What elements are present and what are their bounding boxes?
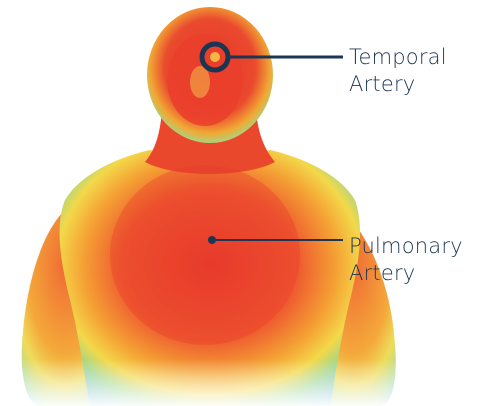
pulmonary-artery-label-line1: Pulmonary [349,233,463,260]
nose-highlight [190,66,210,98]
temporal-artery-label-line1: Temporal [349,44,447,71]
pulmonary-artery-label-line2: Artery [349,260,463,287]
temporal-artery-label-line2: Artery [349,71,447,98]
temporal-artery-ring-center [210,52,220,62]
temporal-artery-label: Temporal Artery [349,44,447,98]
pulmonary-artery-label: Pulmonary Artery [349,233,463,287]
